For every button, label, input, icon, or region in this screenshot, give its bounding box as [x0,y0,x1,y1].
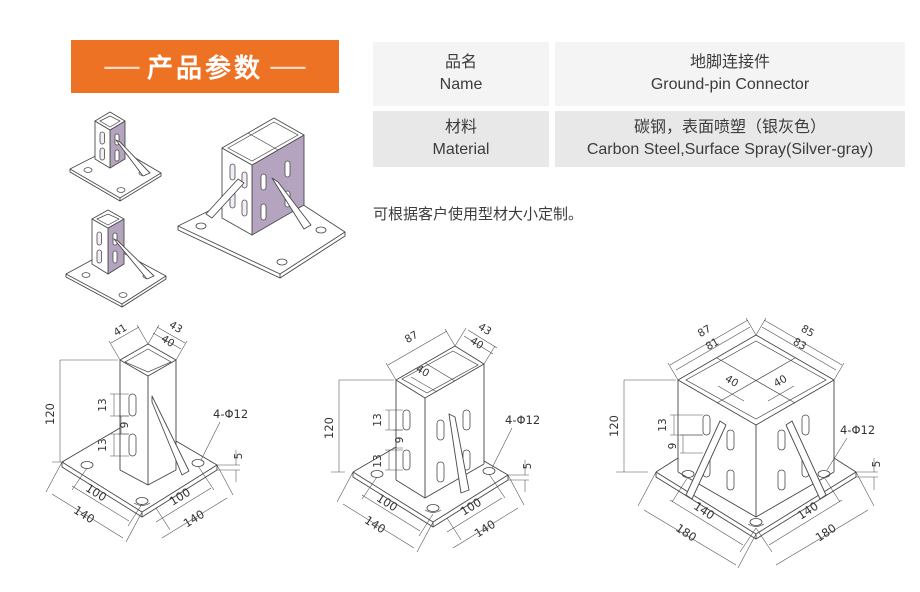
svg-text:120: 120 [322,417,336,439]
customization-note: 可根据客户使用型材大小定制。 [373,206,584,223]
svg-text:13: 13 [97,438,109,451]
svg-text:83: 83 [791,336,809,353]
banner-dash-left: — [104,53,140,79]
table-row-name: 品名 Name 地脚连接件 Ground-pin Connector [373,42,905,106]
banner-dash-right: — [270,53,306,79]
svg-text:9: 9 [394,437,406,444]
material-label-zh: 材料 [444,118,477,136]
svg-text:100: 100 [167,485,193,509]
svg-text:40: 40 [772,373,790,390]
section-banner: — 产品参数 — [71,40,339,93]
technical-drawing-2: 120 13 9 13 40 4-Φ12 5 100 140 100 140 [322,321,540,553]
svg-text:100: 100 [458,495,484,519]
section-title: 产品参数 [146,53,263,83]
svg-text:140: 140 [181,507,207,531]
svg-text:140: 140 [795,499,821,523]
svg-text:140: 140 [691,499,717,523]
svg-text:100: 100 [374,491,400,515]
svg-text:40: 40 [468,335,486,352]
svg-text:87: 87 [403,329,421,346]
svg-text:43: 43 [476,321,494,338]
name-label-en: Name [439,76,483,93]
material-value-en: Carbon Steel,Surface Spray(Silver-gray) [586,141,874,158]
svg-text:4-Φ12: 4-Φ12 [213,407,248,421]
svg-text:9: 9 [119,422,131,429]
svg-text:140: 140 [71,503,97,527]
material-label-en: Material [432,141,490,158]
svg-text:4-Φ12: 4-Φ12 [840,423,875,437]
table-row-material: 材料 Material 碳钢，表面喷塑（银灰色） Carbon Steel,Su… [373,111,905,167]
svg-text:87: 87 [696,323,714,340]
product-photos [65,111,346,308]
product-photo-large [177,117,346,279]
name-label-cell: 品名 Name [373,42,549,106]
svg-text:140: 140 [472,517,498,541]
svg-text:5: 5 [871,461,883,468]
spec-table: 品名 Name 地脚连接件 Ground-pin Connector 材料 Ma… [373,42,905,172]
svg-text:5: 5 [233,453,245,460]
technical-drawing-3: 120 13 9 40 40 4-Φ12 5 140 180 140 180 [607,317,883,569]
svg-text:41: 41 [112,322,130,339]
name-label-zh: 品名 [444,53,477,71]
name-value-cell: 地脚连接件 Ground-pin Connector [555,42,905,106]
svg-text:100: 100 [83,481,109,505]
svg-text:40: 40 [159,333,177,350]
material-label-cell: 材料 Material [373,111,549,167]
svg-text:13: 13 [97,398,109,411]
svg-text:85: 85 [799,323,817,340]
svg-text:13: 13 [657,418,669,431]
product-photo-small-1 [69,111,162,202]
drawing3-part [655,334,857,540]
svg-text:9: 9 [667,443,679,450]
svg-text:5: 5 [522,463,534,470]
svg-text:120: 120 [43,403,57,425]
drawing1-dimensions: 120 13 9 13 4-Φ12 5 100 140 100 140 [43,319,248,543]
drawing1-part [61,343,218,518]
svg-text:4-Φ12: 4-Φ12 [505,413,540,427]
svg-text:43: 43 [167,319,185,336]
drawing2-dimensions: 120 13 9 13 40 4-Φ12 5 100 140 100 140 [322,321,540,553]
name-value-zh: 地脚连接件 [689,53,770,71]
material-value-zh: 碳钢，表面喷塑（银灰色） [633,118,826,136]
svg-text:40: 40 [723,373,741,390]
name-value-en: Ground-pin Connector [650,76,810,93]
drawing3-dimensions: 120 13 9 40 40 4-Φ12 5 140 180 140 180 [607,317,883,569]
product-photo-small-2 [65,209,167,308]
svg-text:13: 13 [372,413,384,426]
material-value-cell: 碳钢，表面喷塑（银灰色） Carbon Steel,Surface Spray(… [555,111,905,167]
svg-text:13: 13 [372,454,384,467]
svg-text:81: 81 [704,336,722,353]
technical-drawing-1: 120 13 9 13 4-Φ12 5 100 140 100 140 [43,319,248,543]
svg-text:120: 120 [607,415,621,437]
svg-text:40: 40 [414,363,432,380]
svg-text:140: 140 [362,513,388,537]
